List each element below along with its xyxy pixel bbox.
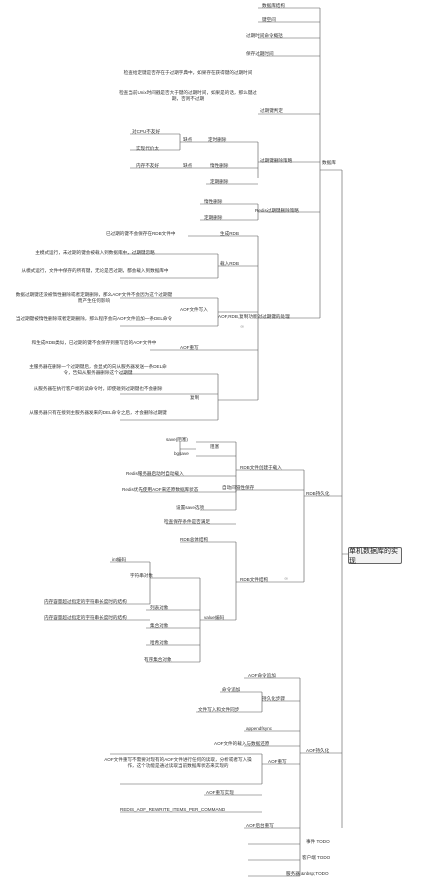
node-bgsave[interactable]: bgsave [174, 451, 189, 456]
node-aof-impl[interactable]: AOF命令追加 [248, 673, 276, 678]
node-set-obj[interactable]: 集合对象 [150, 623, 169, 628]
node-cpu-unfriendly[interactable]: 对CPU不友好 [132, 129, 161, 134]
node-raw2[interactable]: 内存容量超过指定的字符串长度时的结构 [44, 615, 127, 620]
node-rdb-overall[interactable]: RDB总体结构 [180, 537, 209, 542]
node-keyspace[interactable]: 键空间 [262, 17, 276, 22]
node-timed-cons[interactable]: 缺点 [183, 137, 193, 142]
node-redis-lazy[interactable]: 惰性删除 [204, 199, 223, 204]
node-auto-load[interactable]: Redis服务器启动时自动载入 [126, 471, 184, 476]
node-str-obj[interactable]: 字符串对象 [130, 573, 153, 578]
node-aof-rdb-repl[interactable]: AOF,RDB,复制功能对过期键的处理 [218, 314, 290, 319]
node-repl2[interactable]: 从服务器在执行客户端的读命令时，即使碰到过期键也不会删除 [33, 386, 163, 391]
node-rdb[interactable]: RDB持久化 [306, 491, 330, 496]
node-check-note1[interactable]: 检查给定键是否存在于过期字典中，如果存在获得键的过期时间 [123, 70, 253, 75]
node-lazy-cons[interactable]: 缺点 [183, 163, 193, 168]
node-int-enc[interactable]: int编码 [112, 557, 127, 562]
node-aof-write1[interactable]: 数据过期键还没被惰性删除或者定期删除，那么AOF文件不会因为这个过期键而产生任何… [15, 292, 173, 303]
node-aof-load[interactable]: AOF文件的载入与数据还原 [214, 741, 270, 746]
node-client[interactable]: 客户端 TODO [302, 855, 331, 860]
node-list-obj[interactable]: 列表对象 [150, 605, 169, 610]
node-aof-first[interactable]: Redis优先使用AOF来还原数据库状态 [122, 487, 199, 492]
node-save-cmd[interactable]: save(阻塞) [166, 437, 188, 442]
node-rewrite-impl[interactable]: AOF重写实现 [206, 790, 234, 795]
link-icon[interactable]: ∞ [240, 324, 245, 330]
node-db-structure[interactable]: 数据库结构 [262, 3, 285, 8]
node-auto-save[interactable]: 自动间隔性保存 [222, 485, 255, 490]
node-rdb-create[interactable]: RDB文件创建于载入 [240, 465, 282, 470]
node-save-expire[interactable]: 保存过期时间 [246, 51, 274, 56]
node-lazy-delete[interactable]: 惰性删除 [210, 163, 229, 168]
node-save-opts[interactable]: 设置save选项 [176, 505, 205, 510]
node-write-sync[interactable]: 文件写入和文件同步 [198, 707, 240, 712]
node-check-cond[interactable]: 检查保存条件是否满足 [164, 519, 210, 524]
node-replication[interactable]: 复制 [190, 395, 200, 400]
node-repl1[interactable]: 主服务器在删除一个过期键后，会显式的向从服务器发送一条DEL命令，告知从服务器删… [29, 364, 167, 375]
node-hash-obj[interactable]: 哈希对象 [150, 640, 169, 645]
node-redis-del[interactable]: Redis过期键删除策略 [255, 208, 299, 213]
link-icon[interactable]: ∞ [284, 576, 289, 582]
node-event[interactable]: 事件 TODO [306, 839, 330, 844]
node-block-tag[interactable]: 阻塞 [210, 444, 220, 449]
node-rewrite-const[interactable]: REDIS_AOF_REWRITE_ITEMS_PER_COMMAND [120, 807, 226, 812]
node-value-enc[interactable]: value编码 [204, 615, 225, 620]
node-memory-unfriendly[interactable]: 内存不友好 [136, 163, 159, 168]
node-periodic-delete[interactable]: 定期删除 [210, 179, 229, 184]
node-del-strategy[interactable]: 过期键删除策略 [260, 158, 293, 163]
node-expire-cmds[interactable]: 过期时间命令概括 [246, 33, 283, 38]
node-appendfsync[interactable]: appendfsync [246, 726, 273, 731]
node-timed-delete[interactable]: 定时删除 [208, 137, 227, 142]
node-gen-rdb-note[interactable]: 已过期的键不会保存在RDB文件中 [106, 231, 176, 236]
node-database[interactable]: 数据库 [322, 160, 336, 165]
node-raw1[interactable]: 内存容量超过指定的字符串长度时的结构 [44, 599, 127, 604]
node-aof-rewrite1[interactable]: 和生成RDB类似，已过期的键不会保存到重写后的AOF文件中 [31, 340, 157, 345]
node-zset-obj[interactable]: 有序集合对象 [144, 657, 172, 662]
node-redis-periodic[interactable]: 定期删除 [204, 215, 223, 220]
node-aof-write2[interactable]: 当过期键被惰性删除或者定期删除，那么程序会向AOF文件追加一条DEL命令 [15, 316, 173, 321]
node-append[interactable]: 命令追加 [222, 687, 241, 692]
node-aof[interactable]: AOF持久化 [306, 748, 330, 753]
node-aof-write[interactable]: AOF文件写入 [180, 307, 208, 312]
node-repl3[interactable]: 从服务器只有在接到主服务器发来的DEL命令之后，才会删除过期键 [29, 410, 167, 415]
node-load-rdb[interactable]: 载入RDB [220, 261, 239, 266]
node-load-master[interactable]: 主模式运行，未过期的键会被载入到数据库中，过期键忽略 [35, 250, 155, 255]
root-node[interactable]: 单机数据库的实现 [348, 547, 402, 565]
node-load-slave[interactable]: 从模式运行，文件中保存的所有键，无论是否过期，都会载入到数据库中 [21, 268, 169, 273]
node-gen-rdb[interactable]: 生成RDB [220, 231, 239, 236]
node-server[interactable]: 服务器 &nbsp;TODO [286, 871, 329, 876]
node-check-note2[interactable]: 检查当前Unix时间戳是否大于键的过期时间，如果是的话，那么键过期，否则不过期 [119, 90, 257, 101]
node-aof-steps[interactable]: 持久化步骤 [262, 696, 285, 701]
node-bg-rewrite[interactable]: AOF后台重写 [246, 823, 274, 828]
node-impl-cost[interactable]: 实现代价太 [136, 146, 159, 151]
node-rewrite-note[interactable]: AOF文件重写不需要对现有的AOF文件进行任何的读取，分析或者写入操作，这个功能… [104, 757, 252, 768]
node-file-struct[interactable]: RDB文件结构 [240, 577, 269, 582]
node-aof-rewrite-db[interactable]: AOF重写 [180, 345, 199, 350]
node-aof-rewrite[interactable]: AOF重写 [268, 759, 287, 764]
node-check-expire[interactable]: 过期键判定 [260, 108, 283, 113]
